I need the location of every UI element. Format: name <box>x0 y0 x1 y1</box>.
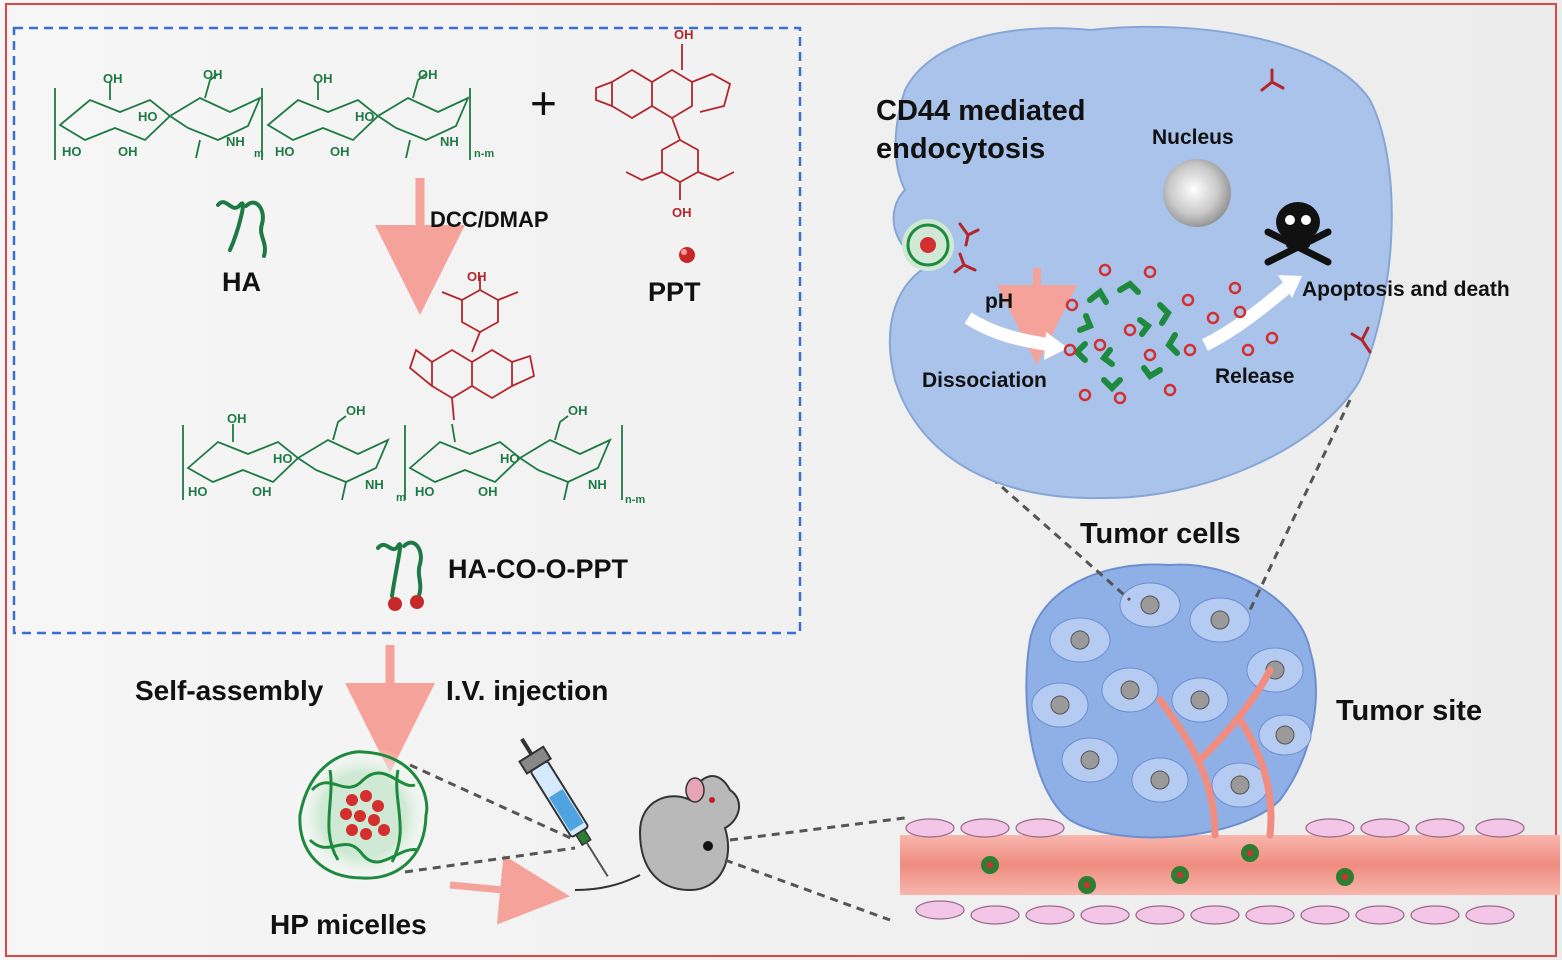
conj-oh-label: OH <box>478 484 498 499</box>
mouse-zoom-lines <box>724 816 906 922</box>
ha-ho-label: HO <box>138 109 158 124</box>
outer-frame <box>5 3 1557 957</box>
hp-micelles-label: HP micelles <box>270 909 427 940</box>
ha-m-label: m <box>254 148 264 160</box>
conj-nm-label: n-m <box>625 494 646 506</box>
dissociation-arrowhead <box>1044 332 1068 360</box>
injection-arrow <box>449 854 570 925</box>
conj-ho-label: HO <box>500 451 520 466</box>
conjugate-squiggle-icon <box>376 540 423 600</box>
ha-oh-label: OH <box>203 67 223 82</box>
conjugate-bead-1 <box>388 597 402 611</box>
ppt-oh-label: OH <box>672 205 692 220</box>
ppt-bead <box>679 247 695 263</box>
ha-structure <box>54 73 471 160</box>
conjugate-ppt-structure <box>408 276 536 421</box>
entering-micelle <box>902 219 954 271</box>
conjugate-ha-structure <box>182 415 623 501</box>
ha-oh-label: OH <box>330 144 350 159</box>
ha-oh-label: OH <box>103 71 123 86</box>
conj-nh-label: NH <box>588 477 607 492</box>
micelle-zoom-lines <box>404 763 576 874</box>
ha-ho-label: HO <box>355 109 375 124</box>
mouse-icon <box>574 775 740 892</box>
ppt-oh-label: OH <box>674 27 694 42</box>
conj-ho-label: HO <box>188 484 208 499</box>
conj-oh-label: OH <box>467 269 487 284</box>
conj-nh-label: NH <box>365 477 384 492</box>
conj-oh-label: OH <box>227 411 247 426</box>
release-arrowhead <box>1278 275 1302 298</box>
conj-oh-label: OH <box>252 484 272 499</box>
nucleus <box>1163 159 1231 227</box>
ha-nh-label: NH <box>226 134 245 149</box>
ha-oh-label: OH <box>418 67 438 82</box>
ppt-structure <box>595 44 735 200</box>
ph-label: pH <box>985 290 1013 313</box>
dcc-dmap-label: DCC/DMAP <box>430 207 549 232</box>
release-label: Release <box>1215 365 1295 388</box>
endocytosis-label: endocytosis <box>876 133 1046 165</box>
ha-label: HA <box>222 267 261 297</box>
ha-nm-label: n-m <box>474 148 495 160</box>
cd44-receptor-icons <box>953 68 1372 354</box>
released-drug-dots <box>1206 281 1279 357</box>
conj-m-label: m <box>396 492 406 504</box>
self-assembly-label: Self-assembly <box>135 675 324 706</box>
syringe-icon <box>518 737 609 877</box>
hp-micelle <box>293 745 433 885</box>
cd44-label: CD44 mediated <box>876 95 1086 127</box>
conj-oh-label: OH <box>568 403 588 418</box>
ha-nh-label: NH <box>440 134 459 149</box>
conjugate-label: HA-CO-O-PPT <box>448 554 628 584</box>
nucleus-label: Nucleus <box>1152 126 1234 149</box>
conj-ho-label: HO <box>273 451 293 466</box>
release-arrow <box>1202 280 1295 351</box>
ha-ho-label: HO <box>62 144 82 159</box>
tumor-site-label: Tumor site <box>1336 695 1483 727</box>
conj-ho-label: HO <box>415 484 435 499</box>
ppt-bead-shine <box>681 249 687 255</box>
plus-sign: + <box>530 77 557 129</box>
conj-oh-label: OH <box>346 403 366 418</box>
ha-ho-label: HO <box>275 144 295 159</box>
synthesis-box <box>12 26 802 635</box>
iv-injection-label: I.V. injection <box>446 675 609 706</box>
ha-oh-label: OH <box>118 144 138 159</box>
ha-squiggle-icon <box>216 200 267 258</box>
tumor-zoom-lines <box>959 399 1352 611</box>
ha-oh-label: OH <box>313 71 333 86</box>
dissociation-label: Dissociation <box>922 369 1047 392</box>
dissociation-arrow <box>964 312 1052 352</box>
apoptosis-label: Apoptosis and death <box>1302 278 1510 301</box>
blood-vessel <box>900 818 1560 925</box>
skull-crossbones-icon <box>1264 202 1332 266</box>
tumor-mass <box>1025 563 1317 839</box>
conjugate-bead-2 <box>410 595 424 609</box>
tumor-cells-label: Tumor cells <box>1080 518 1241 550</box>
ppt-label: PPT <box>648 277 701 307</box>
dissociating-micelle <box>1063 263 1197 405</box>
